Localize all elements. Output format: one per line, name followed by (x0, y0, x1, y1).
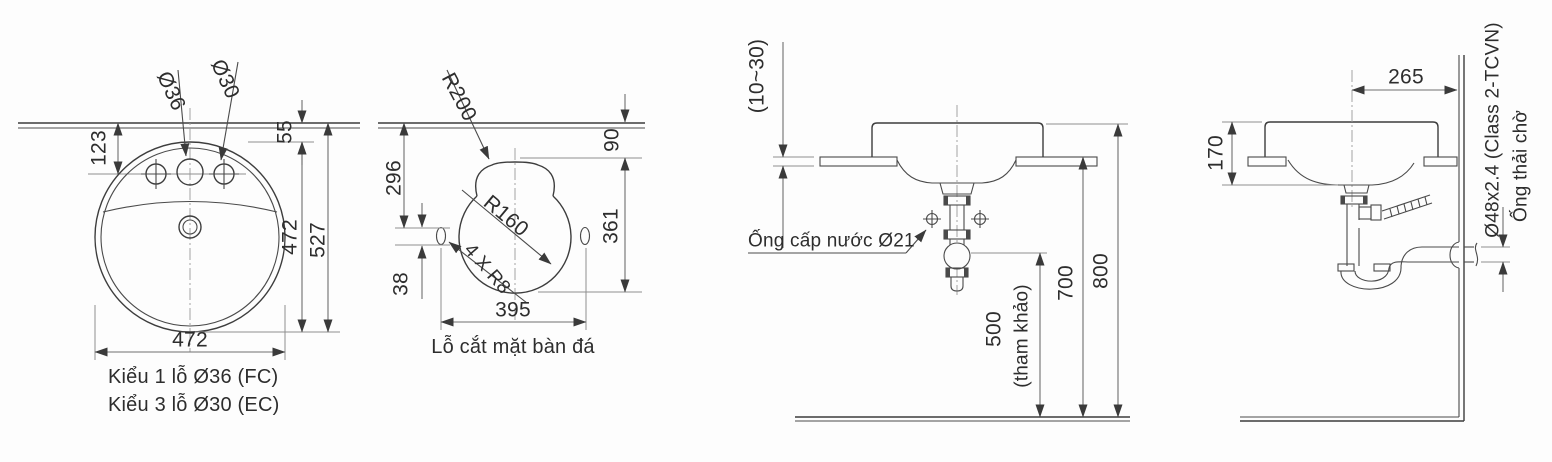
dim-counter-to-rim: 55 (273, 120, 297, 144)
dim-basin-height: 170 (1204, 135, 1228, 171)
dim-counter-thickness: (10~30) (745, 38, 769, 114)
dim-supply-height-note: (tham khảo) (1011, 284, 1033, 388)
flexible-hose (1381, 194, 1433, 220)
dim-cutout-width: 395 (495, 298, 531, 322)
dim-width-top-view: 472 (172, 328, 208, 352)
top-view-caption-2: Kiểu 3 lỗ Ø30 (EC) (108, 394, 280, 416)
dim-rim-height: 800 (1089, 253, 1113, 289)
cutout-view-linework (378, 69, 645, 330)
front-install-linework (748, 42, 1130, 422)
top-view-linework (18, 61, 360, 360)
dim-center-to-wall: 265 (1388, 65, 1424, 89)
drain-pipe-spec: Ø48x2.4 (Class 2-TCVN) (1482, 22, 1504, 238)
dim-cutout-height: 361 (599, 208, 623, 244)
dim-supply-height: 500 (982, 311, 1006, 347)
drain-pipe-label: Ống thải chờ (1510, 109, 1532, 223)
dim-counter-to-holes: 123 (87, 130, 111, 166)
cutout-caption: Lỗ cắt mặt bàn đá (431, 336, 595, 358)
dim-slot-height: 38 (389, 272, 413, 296)
dim-counter-to-slot: 296 (382, 160, 406, 196)
dim-counter-to-top: 90 (600, 128, 624, 152)
side-install-linework (1222, 55, 1510, 422)
supply-pipe-label: Ống cấp nước Ø21 (748, 230, 915, 252)
dim-counter-to-front: 527 (306, 222, 330, 258)
dim-counter-height: 700 (1054, 265, 1078, 301)
dim-bowl-diameter-v: 472 (278, 219, 302, 255)
top-view-caption-1: Kiểu 1 lỗ Ø36 (FC) (108, 366, 279, 388)
